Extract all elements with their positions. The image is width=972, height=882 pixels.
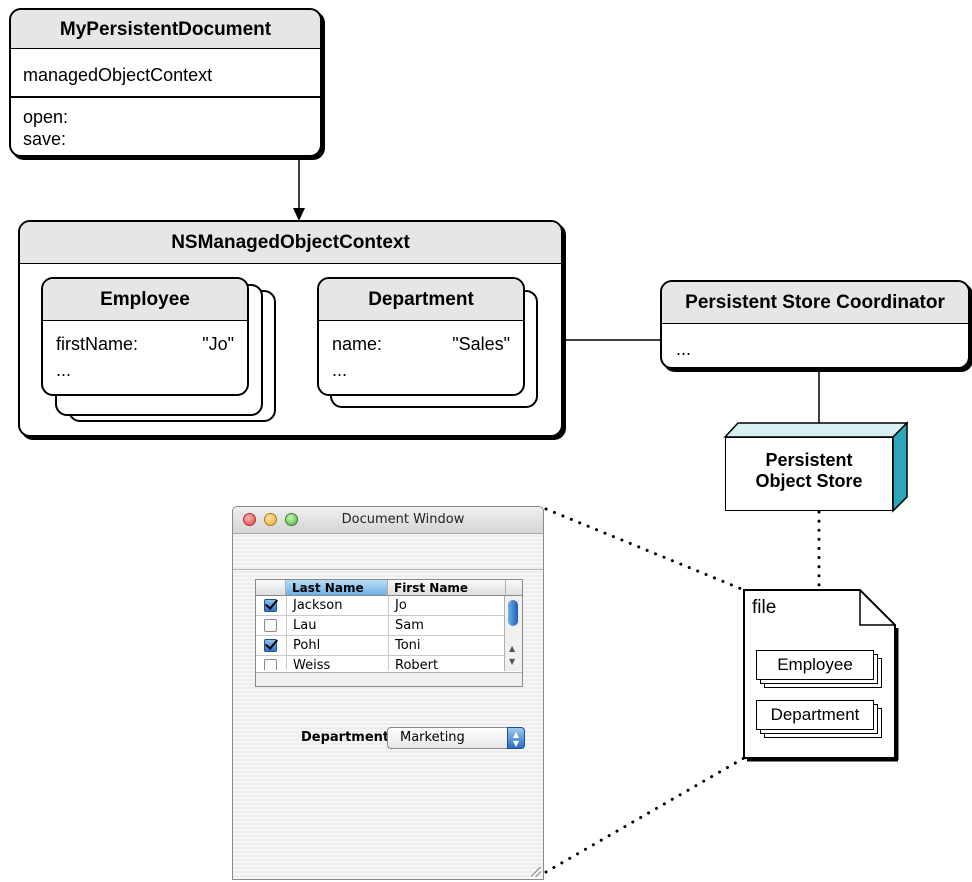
file-label: file bbox=[752, 597, 777, 618]
store-side-face bbox=[892, 421, 908, 513]
file-employee-card: Employee bbox=[756, 650, 874, 680]
employee-title: Employee bbox=[43, 279, 247, 321]
persistent-object-store: Persistent Object Store bbox=[725, 437, 893, 511]
scroll-up-arrow-icon[interactable]: ▲ bbox=[509, 644, 516, 653]
last-name-cell: Jackson bbox=[293, 598, 343, 613]
method-open: open: bbox=[23, 107, 69, 127]
row-checkbox[interactable] bbox=[264, 639, 277, 652]
employees-table[interactable]: Last Name First Name Jackson Jo Lau Sam … bbox=[255, 579, 523, 687]
window-file-dotted-line-top bbox=[544, 507, 746, 592]
department-more: ... bbox=[332, 360, 348, 380]
table-row[interactable]: Lau Sam bbox=[256, 616, 506, 636]
first-name-cell: Robert bbox=[395, 658, 439, 670]
coordinator-body: ... bbox=[676, 339, 692, 359]
table-row[interactable]: Weiss Robert bbox=[256, 656, 506, 670]
row-checkbox[interactable] bbox=[264, 619, 277, 632]
scroll-thumb[interactable] bbox=[508, 600, 518, 626]
zoom-window-icon[interactable] bbox=[285, 513, 298, 526]
employee-more: ... bbox=[56, 360, 72, 380]
coordinator-title: Persistent Store Coordinator bbox=[662, 282, 968, 324]
window-title: Document Window bbox=[341, 512, 465, 527]
my-persistent-document-box: MyPersistentDocument managedObjectContex… bbox=[9, 8, 322, 157]
minimize-window-icon[interactable] bbox=[264, 513, 277, 526]
department-attr-name: name: bbox=[332, 334, 383, 354]
last-name-column-header[interactable]: Last Name bbox=[286, 580, 388, 596]
resize-grip-icon[interactable] bbox=[531, 867, 541, 877]
column-separator bbox=[388, 596, 389, 670]
my-persistent-document-title: MyPersistentDocument bbox=[11, 10, 320, 49]
checkbox-column-header[interactable] bbox=[256, 580, 286, 596]
document-window: Document Window Last Name First Name Jac… bbox=[232, 506, 544, 880]
file-department-card: Department bbox=[756, 700, 874, 730]
first-name-cell: Sam bbox=[395, 618, 424, 633]
last-name-cell: Pohl bbox=[293, 638, 321, 653]
store-top-face bbox=[723, 422, 909, 438]
first-name-cell: Toni bbox=[395, 638, 421, 653]
department-entity: Department name: "Sales" ... bbox=[317, 277, 525, 396]
department-popup-value: Marketing bbox=[400, 730, 465, 745]
object-store-line2: Object Store bbox=[755, 471, 863, 491]
persistent-store-coordinator-box: Persistent Store Coordinator ... bbox=[660, 280, 970, 369]
managed-object-context-attribute: managedObjectContext bbox=[23, 65, 213, 85]
row-checkbox[interactable] bbox=[264, 599, 277, 612]
department-title: Department bbox=[319, 279, 523, 321]
vertical-scrollbar[interactable]: ▲ ▼ bbox=[504, 596, 522, 671]
file-department-label: Department bbox=[770, 705, 860, 724]
close-window-icon[interactable] bbox=[243, 513, 256, 526]
horizontal-scrollbar[interactable] bbox=[256, 672, 522, 686]
first-name-column-header[interactable]: First Name bbox=[388, 580, 506, 596]
last-name-cell: Weiss bbox=[293, 658, 331, 670]
employee-entity: Employee firstName: "Jo" ... bbox=[41, 277, 249, 396]
attributes-divider bbox=[11, 96, 320, 98]
column-separator bbox=[286, 596, 287, 670]
first-name-cell: Jo bbox=[395, 598, 407, 613]
window-titlebar[interactable]: Document Window bbox=[233, 507, 543, 534]
file-employee-label: Employee bbox=[777, 655, 853, 674]
employee-attr-name: firstName: bbox=[56, 334, 139, 354]
object-store-line1: Persistent bbox=[765, 450, 853, 470]
window-file-dotted-line-bottom bbox=[544, 756, 746, 874]
store-connector-dot bbox=[816, 424, 822, 430]
managed-object-context-title: NSManagedObjectContext bbox=[20, 222, 561, 264]
department-label: Department bbox=[301, 730, 390, 745]
department-popup[interactable]: Marketing ▲▼ bbox=[387, 727, 525, 749]
row-checkbox[interactable] bbox=[264, 659, 277, 670]
scroll-down-arrow-icon[interactable]: ▼ bbox=[509, 657, 516, 666]
last-name-cell: Lau bbox=[293, 618, 317, 633]
popup-arrows-icon[interactable]: ▲▼ bbox=[507, 727, 525, 749]
scroll-corner bbox=[506, 580, 522, 596]
toolbar-divider bbox=[233, 569, 543, 570]
department-attr-value: "Sales" bbox=[452, 334, 510, 354]
table-row[interactable]: Jackson Jo bbox=[256, 596, 506, 616]
employee-attr-value: "Jo" bbox=[202, 334, 234, 354]
method-save: save: bbox=[23, 129, 67, 149]
table-row[interactable]: Pohl Toni bbox=[256, 636, 506, 656]
file-document-fold bbox=[859, 590, 895, 626]
